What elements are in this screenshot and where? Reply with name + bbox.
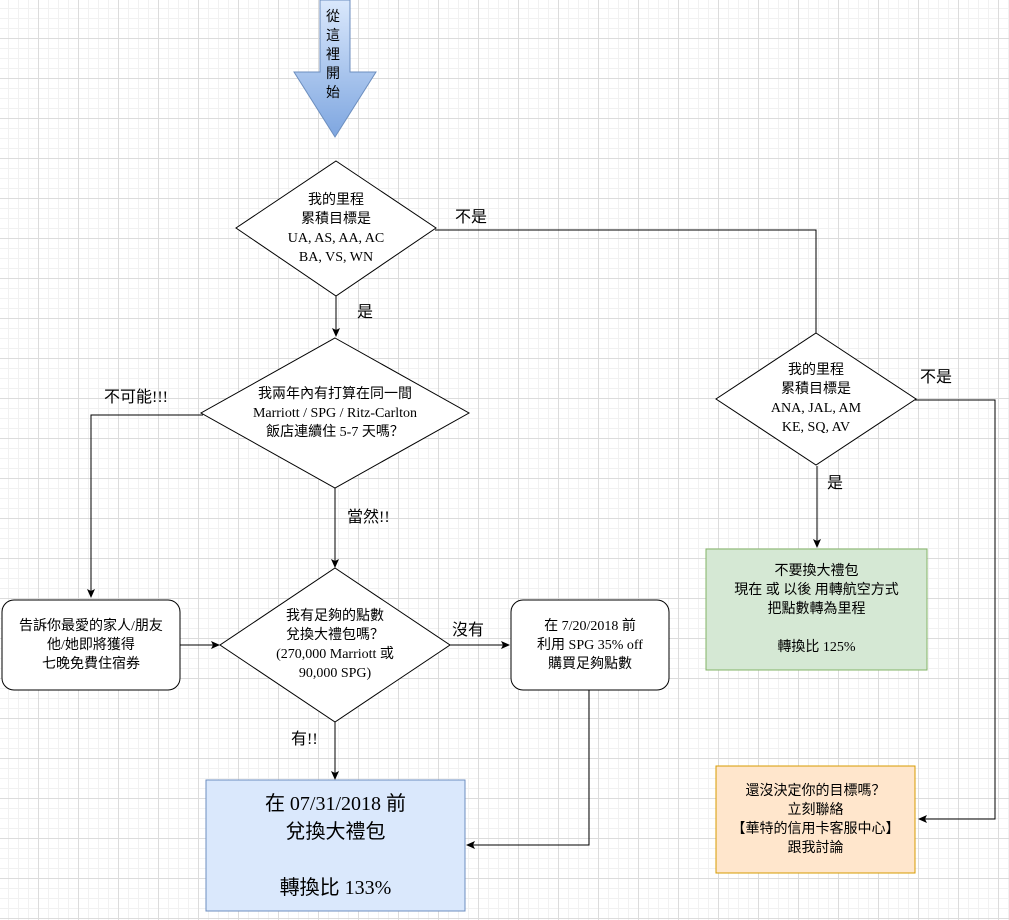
edge-label-d2-yes: 當然!!: [347, 509, 390, 526]
box-ratio: 轉換比 125%: [777, 640, 856, 655]
decision-line: 90,000 SPG): [298, 666, 372, 681]
box-contact: 還沒決定你的目標嗎？ 立刻聯絡 【華特的信用卡客服中心】 跟我討論: [716, 766, 915, 873]
decision-line: 飯店連續住 5-7 天嗎？: [266, 424, 404, 440]
box-line: 利用 SPG 35% off: [537, 637, 643, 653]
box-line: 告訴你最愛的家人/朋友: [19, 618, 163, 634]
decision-line: (270,000 Marriott 或: [276, 647, 394, 662]
box-buy-points: 在 7/20/2018 前 利用 SPG 35% off 購買足夠點數: [511, 600, 669, 690]
decision-enough-points: [219, 567, 451, 723]
box-line: 把點數轉為里程: [767, 602, 866, 617]
box-line: 兌換大禮包: [285, 820, 386, 843]
edge-label-d4-yes: 是: [827, 475, 844, 492]
edge-d2-no: [87, 414, 203, 598]
decision-line: 我的里程: [788, 363, 844, 378]
box-redeem: 在 07/31/2018 前 兌換大禮包 轉換比 133%: [206, 780, 465, 911]
start-char: 始: [326, 86, 340, 101]
decision-airline-group-2: [715, 332, 917, 466]
box-transfer-shape: [705, 548, 928, 671]
decision-line: 我的里程: [308, 192, 364, 208]
decision-line: 我有足夠的點數: [286, 609, 384, 624]
edge-label-d4-no: 不是: [920, 369, 953, 386]
start-char: 從: [326, 10, 340, 25]
start-char: 開: [326, 67, 340, 82]
box-contact-shape: [715, 765, 916, 874]
box-transfer: 不要換大禮包 現在 或 以後 用轉航空方式 把點數轉為里程 轉換比 125%: [706, 549, 927, 670]
decision-same-hotel-stay-text: 我兩年內有打算在同一間 Marriott / SPG / Ritz-Carlto…: [201, 338, 469, 488]
decision-airline-group-1: [235, 160, 437, 297]
start-label: 從 這 裡 開 始: [318, 8, 348, 103]
start-arrow: [293, 0, 377, 138]
decision-same-hotel-stay: [199, 337, 471, 489]
decision-line: ANA, JAL, AM: [770, 401, 862, 416]
box-buy-points-shape: [510, 599, 670, 691]
box-line: 他/她即將獲得: [47, 637, 135, 653]
decision-line: 兌換大禮包嗎？: [286, 628, 384, 643]
decision-line: KE, SQ, AV: [781, 420, 851, 435]
decision-line: BA, VS, WN: [298, 249, 374, 265]
box-line: 不要換大禮包: [774, 564, 859, 579]
decision-line: UA, AS, AA, AC: [287, 230, 385, 246]
box-ratio: 轉換比 133%: [279, 876, 392, 899]
box-tell-family-shape: [1, 599, 181, 691]
box-line: 還沒決定你的目標嗎？: [745, 783, 886, 799]
edge-buy-to-redeem: [466, 690, 590, 849]
decision-enough-points-text: 我有足夠的點數 兌換大禮包嗎？ (270,000 Marriott 或 90,0…: [220, 568, 450, 722]
box-line: 立刻聯絡: [787, 802, 844, 818]
box-line: 現在 或 以後 用轉航空方式: [734, 583, 899, 598]
edge-d4-no: [915, 399, 996, 823]
box-line: 七晚免費住宿券: [42, 656, 140, 672]
edge-d1-no: [435, 229, 820, 364]
edge-label-d1-no: 不是: [455, 209, 488, 226]
decision-line: 累積目標是: [301, 211, 371, 227]
box-line: 在 07/31/2018 前: [264, 792, 407, 815]
decision-line: 累積目標是: [781, 382, 851, 397]
box-line: 跟我討論: [787, 840, 844, 856]
decision-line: 我兩年內有打算在同一間: [258, 386, 412, 402]
box-tell-family: 告訴你最愛的家人/朋友 他/她即將獲得 七晚免費住宿券: [2, 600, 180, 690]
box-redeem-shape: [205, 779, 466, 912]
edge-label-d1-yes: 是: [357, 304, 374, 321]
decision-airline-group-1-text: 我的里程 累積目標是 UA, AS, AA, AC BA, VS, WN: [236, 161, 436, 296]
edge-label-d3-yes: 有!!: [291, 731, 318, 748]
box-line: 購買足夠點數: [548, 656, 632, 672]
box-line: 在 7/20/2018 前: [544, 618, 636, 634]
box-line: 【華特的信用卡客服中心】: [731, 821, 900, 837]
edge-label-d2-no: 不可能!!!: [104, 389, 168, 406]
edge-label-d3-no: 沒有: [452, 622, 485, 639]
decision-airline-group-2-text: 我的里程 累積目標是 ANA, JAL, AM KE, SQ, AV: [716, 333, 916, 465]
start-char: 這: [326, 29, 340, 44]
start-char: 裡: [326, 48, 340, 63]
decision-line: Marriott / SPG / Ritz-Carlton: [252, 405, 418, 421]
